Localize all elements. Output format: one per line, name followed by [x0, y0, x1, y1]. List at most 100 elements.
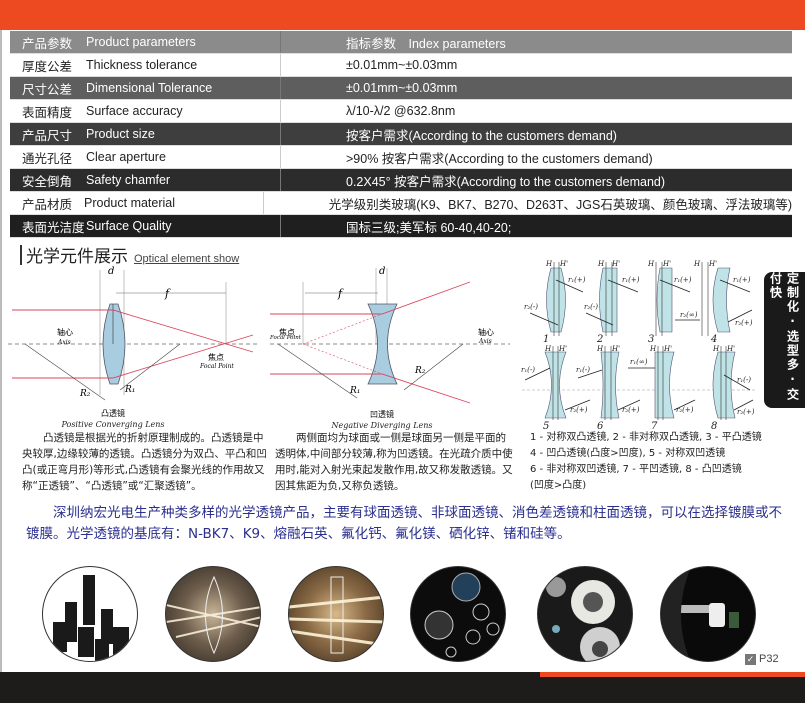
concave-light-image — [289, 576, 383, 654]
spec-header-row: 产品参数 Product parameters 指标参数 Index paramet… — [10, 31, 792, 54]
label-h: H — [693, 260, 701, 268]
cell-value: 指标参数 Index parameters — [280, 31, 792, 53]
label-h: H — [597, 260, 605, 268]
label-h: H — [596, 345, 604, 353]
lens-number: 1 — [543, 334, 549, 345]
lens-number: 8 — [711, 421, 717, 430]
bottom-bar — [0, 672, 805, 703]
cell-value: ±0.01mm~±0.03mm — [280, 54, 792, 76]
gallery-image-concave-lens-light — [288, 566, 384, 662]
convex-light-image — [166, 575, 260, 655]
label-r1: r₁(+) — [622, 276, 640, 284]
label-r2: R₂ — [414, 366, 426, 376]
cell-en: Clear aperture — [86, 150, 166, 164]
lens-type-8 — [712, 351, 736, 419]
label-h-prime: H' — [558, 345, 567, 353]
spec-row: 厚度公差 Thickness tolerance ±0.01mm~±0.03mm — [10, 54, 792, 77]
convex-name-zh: 凸透镜 — [101, 408, 125, 418]
label-h: H — [649, 345, 657, 353]
label-h-prime: H' — [611, 345, 620, 353]
legend-line: 1 - 对称双凸透镜, 2 - 非对称双凸透镜, 3 - 平凸透镜 — [530, 432, 762, 443]
concave-lens-diagram: d f 焦点 Focal Point 轴心 Axis R₁ R₂ 凹透镜 Neg… — [269, 266, 510, 430]
gallery-image-lens-in-housing — [660, 566, 756, 662]
label-h-prime: H' — [726, 345, 735, 353]
cell-value: λ/10-λ/2 @632.8nm — [280, 100, 792, 122]
cell-value: >90% 按客户需求(According to the customers de… — [280, 146, 792, 168]
lens-number: 4 — [710, 334, 717, 345]
label-f: f — [337, 287, 344, 300]
concave-name-en: Negative Diverging Lens — [330, 421, 432, 430]
label-d: d — [379, 266, 385, 277]
label-r2: r₂(+) — [735, 319, 753, 327]
cell-en: Surface Quality — [86, 219, 172, 233]
lens-number: 2 — [596, 334, 603, 345]
label-axis-zh: 轴心 — [478, 327, 494, 337]
top-accent-bar — [0, 0, 805, 30]
label-h: H — [712, 345, 720, 353]
label-r1: R₁ — [349, 386, 360, 396]
cell-value: 光学级别类玻璃(K9、BK7、B270、D263T、JGS石英玻璃、颜色玻璃、浮… — [262, 192, 792, 214]
lens-type-6 — [600, 351, 620, 419]
cell-zh: 尺寸公差 — [22, 82, 73, 97]
gallery-image-aspheric-lenses — [537, 566, 633, 662]
label-f: f — [164, 287, 171, 300]
label-h-prime: H' — [708, 260, 717, 268]
lens-type-3 — [656, 267, 673, 333]
label-r2: r₂(-) — [524, 303, 538, 311]
spec-table: 产品参数 Product parameters 指标参数 Index paramet… — [10, 31, 792, 238]
label-h: H — [544, 345, 552, 353]
cell-en: Product size — [86, 127, 155, 141]
label-r1: r₁(+) — [568, 276, 586, 284]
label-focal-zh: 焦点 — [208, 352, 224, 362]
page-number: ✓P32 — [745, 653, 779, 665]
label-r2: r₂(+) — [622, 406, 640, 414]
section-title-en: Optical element show — [134, 253, 240, 265]
convex-lens-diagram: d f 轴心 Axis 焦点 Focal Point R₁ R₂ 凸透镜 Pos… — [8, 266, 260, 429]
side-tab: 定制化·选型多·交付快 — [764, 272, 805, 408]
label-h-prime: H' — [611, 260, 620, 268]
cell-en: Product parameters — [86, 35, 196, 49]
gallery-image-convex-lens-light — [165, 566, 261, 662]
label-focal-en: Focal Point — [269, 335, 302, 341]
cell-zh: 安全倒角 — [22, 174, 73, 189]
convex-name-en: Positive Converging Lens — [60, 420, 164, 429]
page-number-text: P32 — [759, 653, 779, 665]
bottom-accent — [540, 672, 805, 677]
convex-lens-shape — [102, 303, 126, 385]
label-r2: R₂ — [79, 389, 91, 399]
cell-en: Surface accuracy — [86, 104, 183, 118]
cell-zh: 产品尺寸 — [22, 128, 73, 143]
lens-type-4 — [712, 267, 731, 333]
cell-zh: 表面光洁度 — [22, 220, 85, 235]
label-axis-en: Axis — [478, 338, 492, 345]
cell-zh: 产品参数 — [22, 36, 73, 51]
lens-diagrams: d f 轴心 Axis 焦点 Focal Point R₁ R₂ 凸透镜 Pos… — [8, 266, 510, 430]
lens-number: 6 — [597, 421, 604, 430]
cell-zh: 厚度公差 — [22, 59, 73, 74]
title-bar — [20, 244, 22, 265]
cell-value: 国标三级;美军标 60-40,40-20; — [280, 215, 792, 237]
convex-description: 凸透镜是根据光的折射原理制成的。凸透镜是中央较厚,边缘较薄的透镜。凸透镜分为双凸… — [22, 432, 267, 492]
gallery-image-lens-assemblies — [42, 566, 138, 662]
label-r1: r₁(∞) — [630, 358, 648, 366]
cell-zh: 通光孔径 — [22, 151, 73, 166]
lens-type-1 — [546, 267, 566, 333]
check-icon: ✓ — [745, 653, 756, 665]
label-d: d — [108, 266, 114, 277]
cell-zh: 表面精度 — [22, 105, 73, 120]
label-r1: r₁(-) — [737, 376, 751, 384]
intro-paragraph: 深圳纳宏光电生产种类多样的光学透镜产品，主要有球面透镜、非球面透镜、消色差透镜和… — [26, 505, 782, 542]
label-r1: r₁(+) — [674, 276, 692, 284]
lens-number: 3 — [648, 334, 654, 345]
label-r1: r₁(-) — [521, 366, 535, 374]
label-focal-zh: 焦点 — [279, 327, 295, 337]
lens-assemblies-image — [53, 575, 129, 661]
lens-housing-image — [661, 567, 739, 661]
cell-en: Thickness tolerance — [86, 58, 198, 72]
label-r2: r₂(-) — [584, 303, 598, 311]
label-r1: R₁ — [124, 385, 135, 395]
cell-en: Safety chamfer — [86, 173, 171, 187]
lens-number: 5 — [543, 421, 549, 430]
